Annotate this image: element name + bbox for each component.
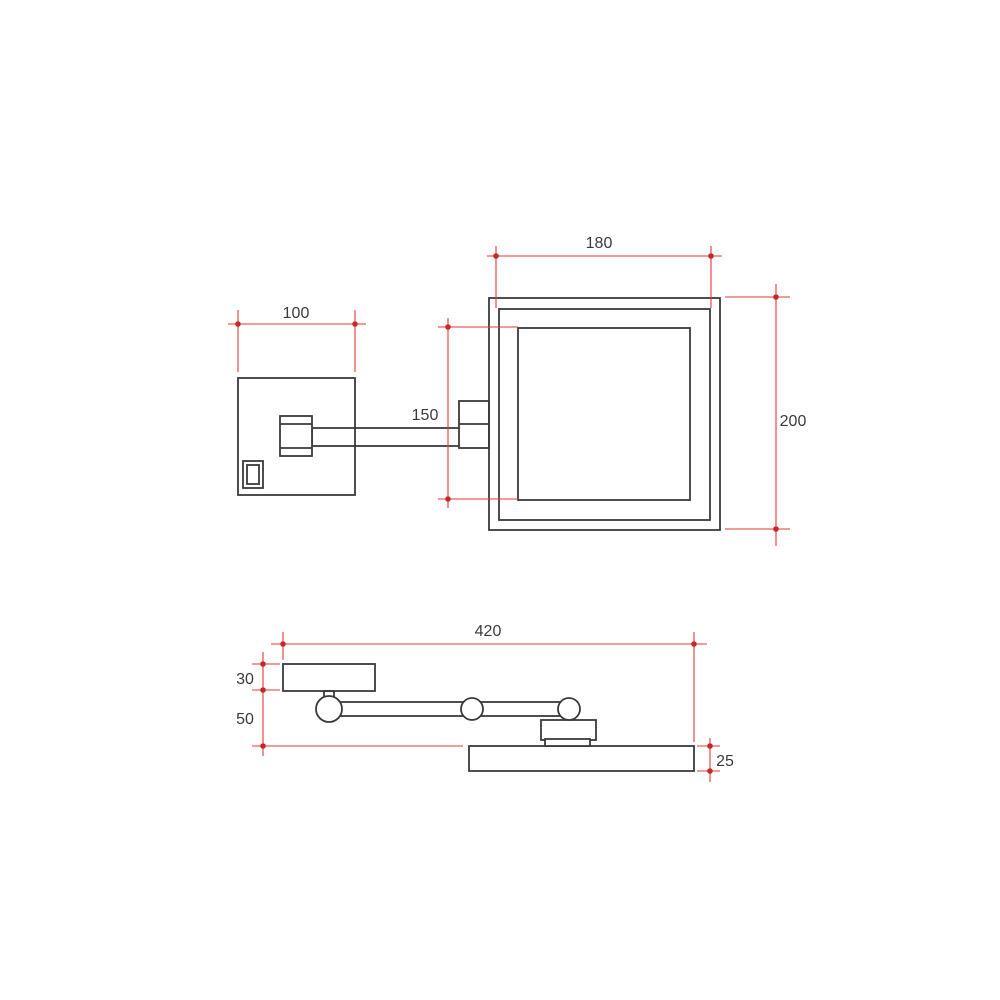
mirror-outer-frame xyxy=(488,297,721,531)
dimension-mirror-thickness: 25 xyxy=(697,738,734,782)
side-view: 420 30 50 25 xyxy=(236,623,734,782)
dimension-total-depth: 420 xyxy=(271,623,707,742)
mirror-width-label: 180 xyxy=(586,235,613,252)
side-mirror-mount-base xyxy=(544,738,591,747)
side-joint-middle xyxy=(460,697,484,721)
dimension-wall-plate-width: 100 xyxy=(228,305,366,372)
glass-height-label: 150 xyxy=(412,407,439,424)
dimension-glass-height: 150 xyxy=(412,318,518,508)
side-mirror-body xyxy=(468,745,695,772)
switch-housing xyxy=(242,460,264,489)
dimension-left-vertical: 30 50 xyxy=(236,652,463,756)
arm-offset-label: 50 xyxy=(236,711,254,728)
mirror-thickness-label: 25 xyxy=(716,753,734,770)
swing-arm xyxy=(311,427,461,447)
side-wall-plate xyxy=(282,663,376,692)
side-joint-mirror xyxy=(557,697,581,721)
dimension-mirror-height: 200 xyxy=(725,284,806,546)
mirror-inner-frame xyxy=(498,308,711,521)
front-view: 100 180 150 200 xyxy=(228,235,806,546)
plate-thickness-label: 30 xyxy=(236,671,254,688)
dimension-mirror-width: 180 xyxy=(487,235,722,308)
side-joint-wall xyxy=(315,695,343,723)
side-arm-bar xyxy=(329,701,571,717)
mirror-height-label: 200 xyxy=(780,413,807,430)
switch-toggle xyxy=(246,464,260,485)
wall-plate xyxy=(237,377,356,496)
side-mirror-mount xyxy=(540,719,597,741)
total-depth-label: 420 xyxy=(475,623,502,640)
wall-plate-width-label: 100 xyxy=(283,305,310,322)
mirror-glass xyxy=(517,327,691,501)
arm-joint-wall xyxy=(279,415,313,457)
